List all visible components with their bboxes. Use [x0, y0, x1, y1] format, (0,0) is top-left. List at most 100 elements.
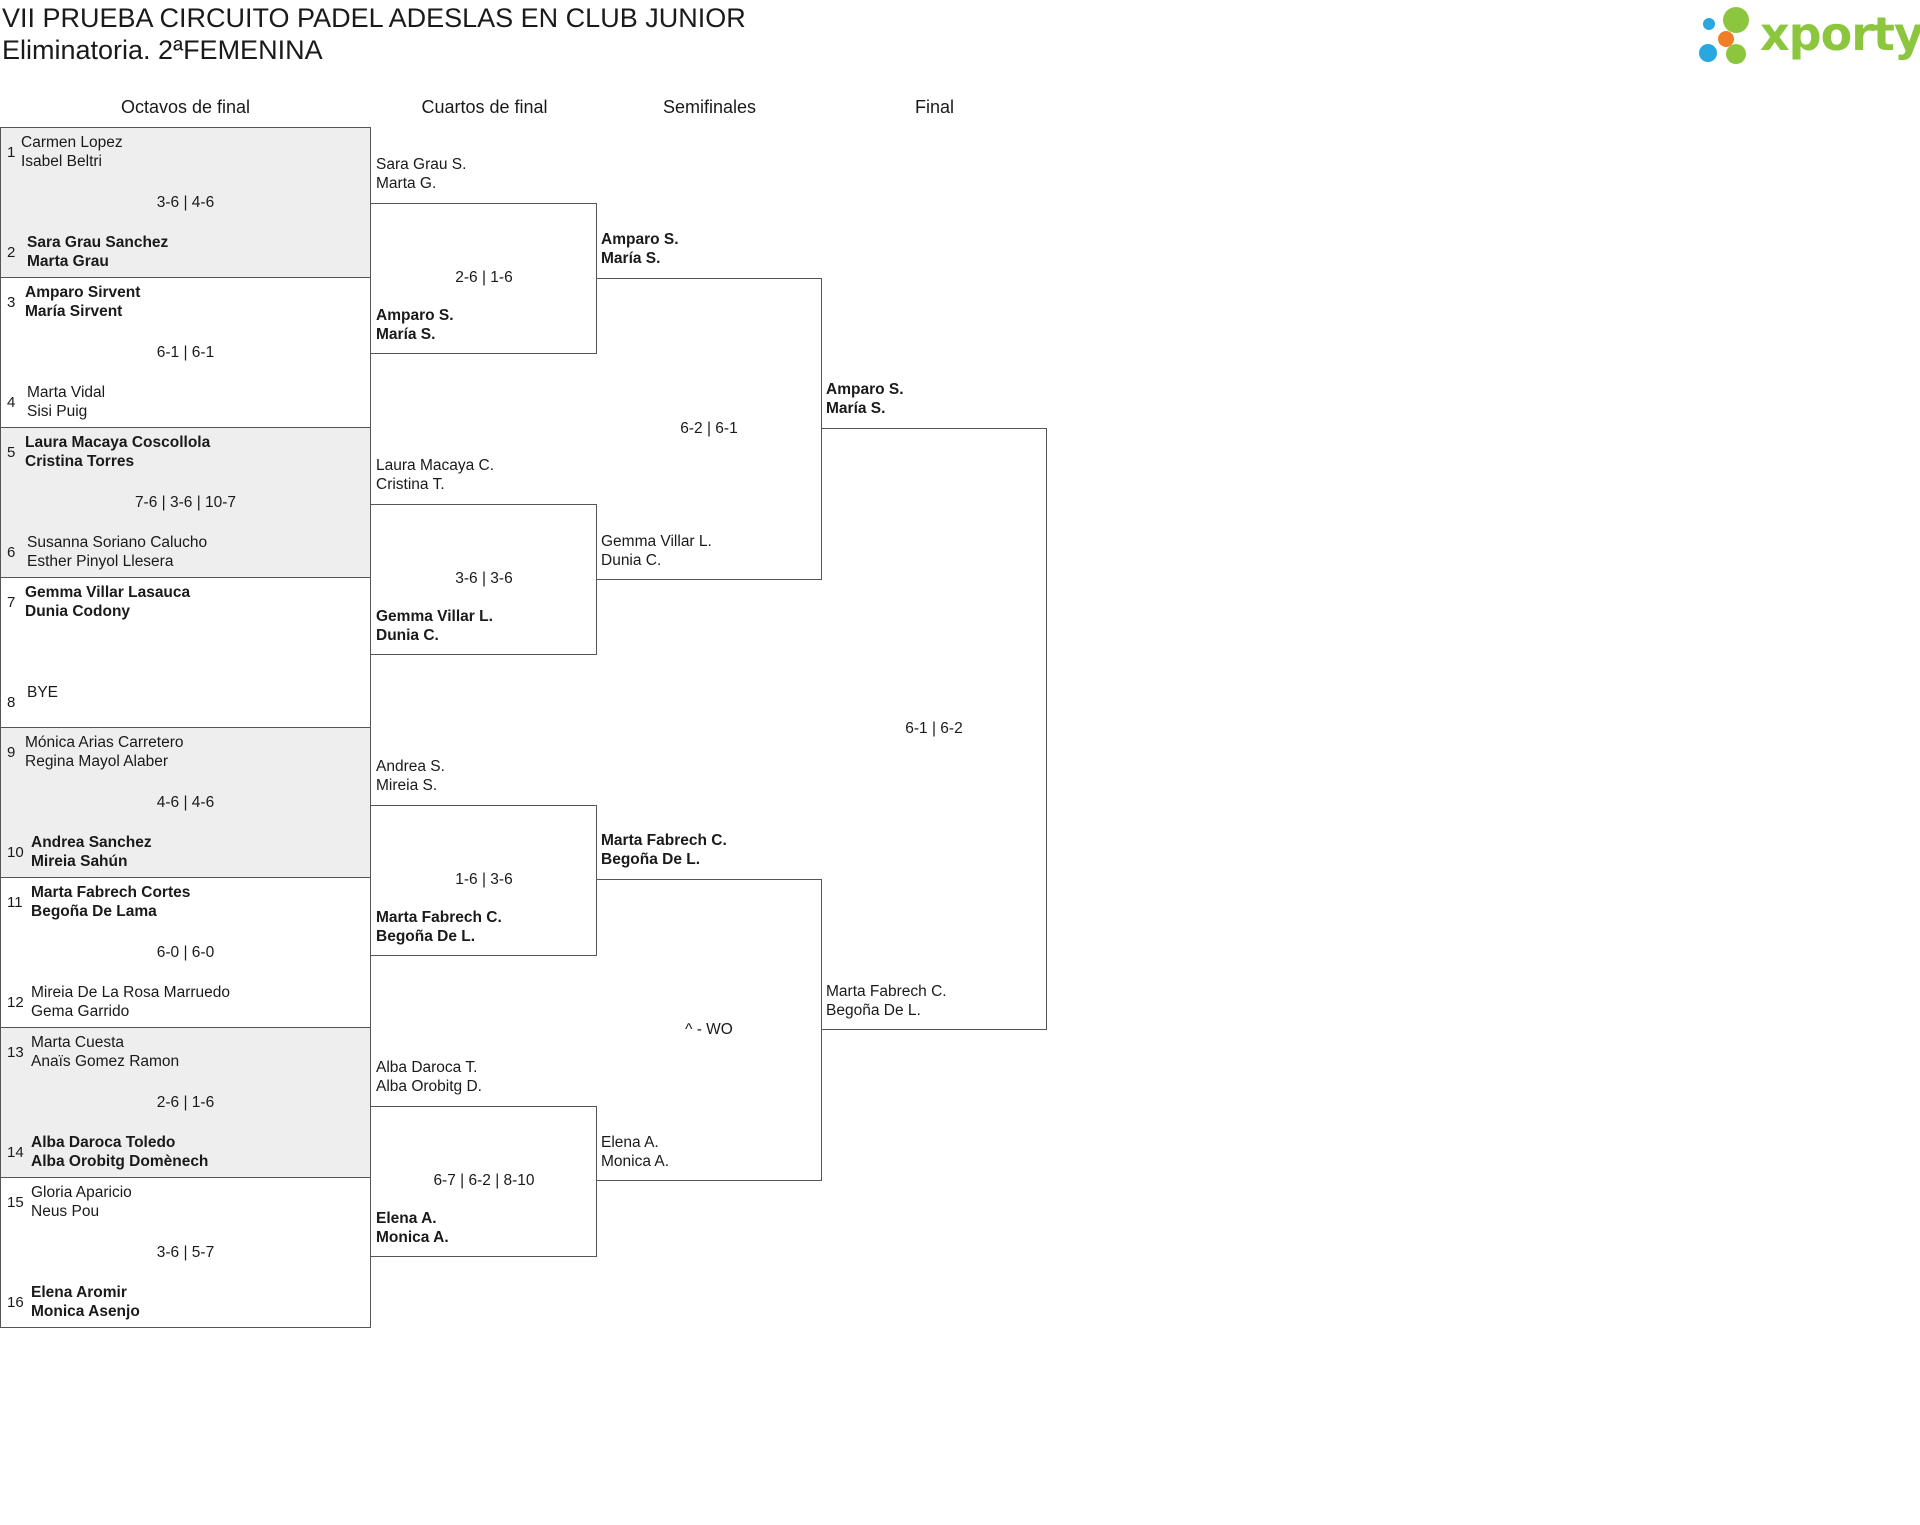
- player-name: Sara Grau S.: [376, 156, 467, 173]
- player-name: Elena A.: [376, 1210, 437, 1227]
- player-name: Marta Vidal: [27, 384, 106, 401]
- player-name: Begoña De L.: [826, 1002, 921, 1019]
- player-name: Cristina T.: [376, 476, 445, 493]
- player-name: María S.: [376, 326, 436, 343]
- match-score: 3-6 | 4-6: [156, 194, 215, 211]
- player-name: Monica A.: [601, 1153, 670, 1170]
- round-header-r16: Octavos de final: [120, 97, 251, 117]
- match-score: 7-6 | 3-6 | 10-7: [134, 494, 237, 511]
- seed-number: 9: [7, 744, 16, 761]
- match-score: 2-6 | 1-6: [455, 269, 513, 286]
- player-name: Marta Fabrech C.: [826, 983, 947, 1000]
- player-name: Laura Macaya Coscollola: [25, 434, 211, 451]
- seed-number: 7: [7, 594, 16, 611]
- player-name: Laura Macaya C.: [376, 457, 495, 474]
- seed-number: 16: [7, 1294, 24, 1311]
- seed-number: 5: [7, 444, 16, 461]
- final-connector: [821, 428, 1047, 1030]
- player-name: Anaïs Gomez Ramon: [31, 1053, 180, 1070]
- player-name: Alba Daroca T.: [376, 1059, 478, 1076]
- seed-number: 8: [7, 694, 16, 711]
- match-score: 6-7 | 6-2 | 8-10: [433, 1172, 535, 1189]
- page-title: VII PRUEBA CIRCUITO PADEL ADESLAS EN CLU…: [2, 3, 746, 33]
- player-name: Alba Daroca Toledo: [31, 1134, 176, 1151]
- match-score: ^ - WO: [685, 1021, 733, 1038]
- seed-number: 15: [7, 1194, 24, 1211]
- player-name: María S.: [601, 250, 661, 267]
- match-score: 6-2 | 6-1: [680, 420, 738, 437]
- player-name: Marta Fabrech Cortes: [31, 884, 191, 901]
- page-header: VII PRUEBA CIRCUITO PADEL ADESLAS EN CLU…: [2, 2, 746, 66]
- xporty-logo[interactable]: xporty: [1696, 0, 1920, 70]
- seed-number: 4: [7, 394, 16, 411]
- round-header-sf: Semifinales: [662, 97, 757, 117]
- player-name: Susanna Soriano Calucho: [27, 534, 208, 551]
- player-name: Marta Fabrech C.: [601, 832, 727, 849]
- player-name: Dunia C.: [601, 552, 662, 569]
- player-name: Dunia Codony: [25, 603, 131, 620]
- player-name: Mireia Sahún: [31, 853, 128, 870]
- match-score: 3-6 | 3-6: [455, 570, 513, 587]
- player-name: Andrea S.: [376, 758, 445, 775]
- player-name: Monica A.: [376, 1229, 449, 1246]
- logo-text: xporty: [1760, 7, 1920, 61]
- player-name: María Sirvent: [25, 303, 123, 320]
- player-name: Begoña De Lama: [31, 903, 157, 920]
- player-name: Mireia De La Rosa Marruedo: [31, 984, 231, 1001]
- seed-number: 10: [7, 844, 24, 861]
- player-name: Sara Grau Sanchez: [27, 234, 169, 251]
- player-name: Gloria Aparicio: [31, 1184, 132, 1201]
- player-name: Amparo S.: [601, 231, 679, 248]
- seed-number: 12: [7, 994, 24, 1011]
- player-name: Regina Mayol Alaber: [25, 753, 169, 770]
- player-name: Monica Asenjo: [31, 1303, 140, 1320]
- seed-number: 11: [7, 894, 23, 911]
- player-name: Amparo Sirvent: [25, 284, 141, 301]
- player-name: Mónica Arias Carretero: [25, 734, 184, 751]
- player-name: Gemma Villar L.: [601, 533, 712, 550]
- player-name: Carmen Lopez: [21, 134, 123, 151]
- match-score: 3-6 | 5-7: [156, 1244, 215, 1261]
- match-score: 4-6 | 4-6: [156, 794, 215, 811]
- player-name: BYE: [27, 684, 59, 701]
- player-name: Mireia S.: [376, 777, 438, 794]
- player-name: Marta Grau: [27, 253, 109, 270]
- player-name: Elena Aromir: [31, 1284, 127, 1301]
- qf-connector: [371, 1106, 597, 1257]
- player-name: Gemma Villar Lasauca: [25, 584, 191, 601]
- player-name: Marta G.: [376, 175, 437, 192]
- player-name: Begoña De L.: [601, 851, 701, 868]
- logo-dots-icon: [1699, 7, 1749, 64]
- player-name: Isabel Beltri: [21, 153, 102, 170]
- round-header-qf: Cuartos de final: [421, 97, 548, 117]
- player-name: Neus Pou: [31, 1203, 100, 1220]
- player-name: Amparo S.: [376, 307, 454, 324]
- seed-number: 13: [7, 1044, 24, 1061]
- seed-number: 3: [7, 294, 16, 311]
- page-subtitle: Eliminatoria. 2ªFEMENINA: [2, 35, 323, 65]
- qf-connector: [371, 805, 597, 956]
- player-name: Andrea Sanchez: [31, 834, 152, 851]
- player-name: Cristina Torres: [25, 453, 135, 470]
- player-name: Esther Pinyol Llesera: [27, 553, 174, 570]
- player-name: Sisi Puig: [27, 403, 88, 420]
- player-name: Amparo S.: [826, 381, 904, 398]
- match-score: 6-1 | 6-2: [905, 720, 963, 737]
- sf-connector: [596, 879, 822, 1181]
- player-name: Gema Garrido: [31, 1003, 130, 1020]
- player-name: Alba Orobitg D.: [376, 1078, 482, 1095]
- player-name: María S.: [826, 400, 886, 417]
- player-name: Gemma Villar L.: [376, 608, 493, 625]
- player-name: Begoña De L.: [376, 928, 476, 945]
- player-name: Dunia C.: [376, 627, 439, 644]
- match-score: 6-0 | 6-0: [156, 944, 215, 961]
- player-name: Alba Orobitg Domènech: [31, 1153, 209, 1170]
